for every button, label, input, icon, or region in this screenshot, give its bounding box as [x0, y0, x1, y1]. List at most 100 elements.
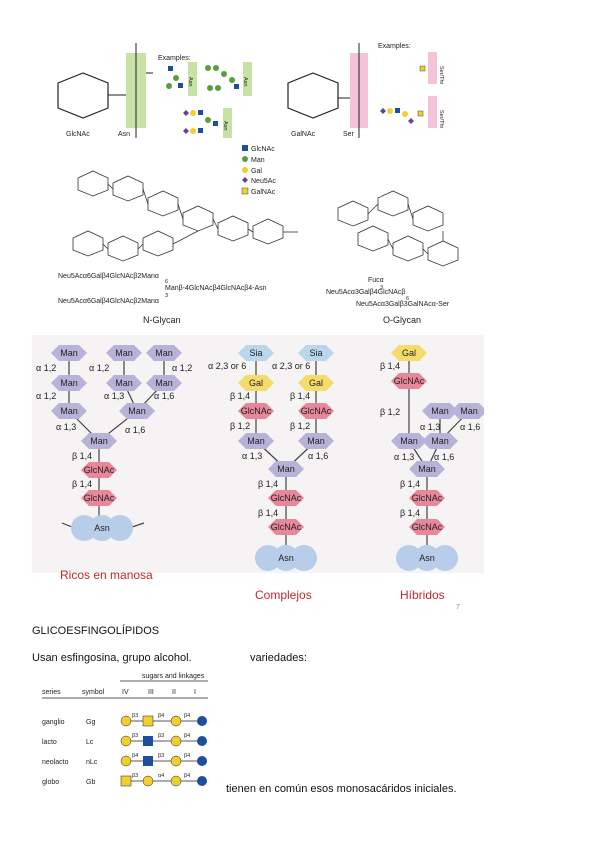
- hy-link-5: α 1,3: [394, 452, 414, 462]
- hybrid-labels: Gal GlcNAc Man Man Man Man Man GlcNAc Gl…: [380, 348, 480, 563]
- cx-link-6: β 1,2: [290, 421, 310, 431]
- hm-glcnac-1: GlcNAc: [84, 465, 115, 475]
- hm-link-1: α 1,2: [36, 363, 56, 373]
- header-i: I: [194, 689, 196, 696]
- header-ii: II: [172, 689, 176, 696]
- caption-hybrid: Híbridos: [400, 588, 445, 602]
- o-glycan-sub-6: 6: [406, 296, 409, 302]
- hm-link-6: α 1,6: [154, 391, 174, 401]
- hm-man-core: Man: [90, 436, 108, 446]
- table-row: neolacto nLc β4 β3 β4: [42, 753, 207, 767]
- hm-man-1: Man: [60, 348, 78, 358]
- caption-complex: Complejos: [255, 588, 312, 602]
- cx-gal-2: Gal: [309, 378, 323, 388]
- series-ganglio: ganglio: [42, 719, 65, 726]
- hy-glcnac-1: GlcNAc: [394, 376, 425, 386]
- table-row: ganglio Gg β3 β4 β4: [42, 713, 207, 727]
- cx-link-9: β 1,4: [258, 479, 278, 489]
- table-row: globo Gb β3 α4 β4: [42, 773, 207, 787]
- header-iii: III: [148, 689, 154, 696]
- o-glycan-line-1: Fucα: [368, 277, 384, 284]
- symbol-gb: Gb: [86, 779, 95, 786]
- lc-link-3: β4: [184, 733, 190, 739]
- hm-man-2: Man: [115, 348, 133, 358]
- hy-man-1: Man: [431, 406, 449, 416]
- hy-gal: Gal: [402, 348, 416, 358]
- cx-link-3: β 1,4: [230, 391, 250, 401]
- n-glycan-line-2: Manβ-4GlcNAcβ4GlcNAcβ4-Asn: [165, 285, 267, 292]
- cx-gal-1: Gal: [249, 378, 263, 388]
- slide-page-number: 7: [456, 604, 460, 611]
- hm-man-3: Man: [155, 348, 173, 358]
- legend-man: Man: [251, 157, 265, 164]
- complex-nodes: [238, 345, 334, 571]
- n-glycan-skeletal: [72, 170, 298, 262]
- cx-glcnac-1: GlcNAc: [241, 406, 272, 416]
- n-glycan-sub-6: 6: [165, 279, 168, 285]
- cx-glcnac-3: GlcNAc: [271, 493, 302, 503]
- high-mannose-nodes: [51, 345, 182, 541]
- hy-man-core: Man: [418, 464, 436, 474]
- legend-gal: Gal: [251, 168, 262, 175]
- cx-sia-2: Sia: [309, 348, 322, 358]
- o-glycan-title: O-Glycan: [383, 315, 421, 325]
- n-glycan-formula: Neu5Acα6Galβ4GlcNAcβ2Manα 6 Manβ-4GlcNAc…: [58, 273, 267, 325]
- cx-man-1: Man: [247, 436, 265, 446]
- hy-link-2: β 1,2: [380, 407, 400, 417]
- cx-link-5: β 1,2: [230, 421, 250, 431]
- hm-man-8: Man: [128, 406, 146, 416]
- o-glycan-line-3: Neu5Acα3Galβ3GalNAcα-Ser: [356, 301, 450, 308]
- cx-man-2: Man: [307, 436, 325, 446]
- hm-man-7: Man: [60, 406, 78, 416]
- hy-link-8: β 1,4: [400, 508, 420, 518]
- cx-link-2: α 2,3 or 6: [272, 361, 310, 371]
- hm-link-2: α 1,2: [89, 363, 109, 373]
- sphingosine-text: Usan esfingosina, grupo alcohol.: [32, 652, 192, 664]
- complex-labels: Sia Sia Gal Gal GlcNAc GlcNAc Man Man Ma…: [208, 348, 332, 563]
- hy-link-3: α 1,3: [420, 422, 440, 432]
- example-asn-3: Asn: [222, 121, 228, 130]
- nlc-link-2: β3: [158, 753, 164, 759]
- hy-link-6: α 1,6: [434, 452, 454, 462]
- gb-link-2: α4: [158, 773, 164, 779]
- header-iv: IV: [122, 689, 129, 696]
- high-mannose-labels: Man Man Man Man Man Man Man Man Man GlcN…: [36, 348, 192, 533]
- hm-man-5: Man: [115, 378, 133, 388]
- galnac-ser-structure: GalNAc Ser: [287, 43, 368, 138]
- hm-link-5: α 1,3: [104, 391, 124, 401]
- cx-man-core: Man: [277, 464, 295, 474]
- sugars-linkages-header: sugars and linkages: [142, 673, 205, 680]
- n-glycan-examples: Asn Asn Asn: [166, 62, 252, 138]
- varieties-text: variedades:: [250, 652, 307, 664]
- o-glycan-sub-3: 3: [380, 285, 383, 291]
- cx-asn: Asn: [278, 553, 294, 563]
- hm-link-10: β 1,4: [72, 479, 92, 489]
- symbol-lc: Lc: [86, 739, 94, 746]
- hm-man-6: Man: [155, 378, 173, 388]
- cx-glcnac-2: GlcNAc: [301, 406, 332, 416]
- hy-man-3: Man: [400, 436, 418, 446]
- symbol-gg: Gg: [86, 719, 95, 726]
- common-monosaccharides-text: tienen en común esos monosacáridos inici…: [226, 783, 457, 795]
- hm-link-9: β 1,4: [72, 451, 92, 461]
- glycan-chemistry-figure: GlcNAc Asn Examples: Asn Asn Asn GalNAc …: [57, 43, 459, 325]
- header-symbol: symbol: [82, 689, 105, 696]
- example-serthr-1: Ser/Thr: [438, 66, 444, 85]
- galnac-label: GalNAc: [291, 131, 316, 138]
- cx-link-4: β 1,4: [290, 391, 310, 401]
- caption-high-mannose: Ricos en manosa: [60, 568, 153, 582]
- glycosphingolipid-table: sugars and linkages series symbol IV III…: [42, 673, 208, 787]
- example-asn-2: Asn: [242, 77, 248, 86]
- hm-link-3: α 1,2: [36, 391, 56, 401]
- cx-link-1: α 2,3 or 6: [208, 361, 246, 371]
- gg-link-2: β4: [158, 713, 164, 719]
- gb-link-1: β3: [132, 773, 138, 779]
- legend-glcnac: GlcNAc: [251, 146, 275, 153]
- right-examples-label: Examples:: [378, 43, 411, 50]
- hy-link-4: α 1,6: [460, 422, 480, 432]
- left-examples-label: Examples:: [158, 55, 191, 62]
- section-heading: GLICOESFINGOLÍPIDOS: [32, 625, 160, 637]
- legend-neu5ac: Neu5Ac: [251, 178, 276, 185]
- n-glycan-line-1: Neu5Acα6Galβ4GlcNAcβ2Manα: [58, 273, 159, 280]
- monosaccharide-legend: GlcNAc Man Gal Neu5Ac GalNAc: [241, 145, 276, 196]
